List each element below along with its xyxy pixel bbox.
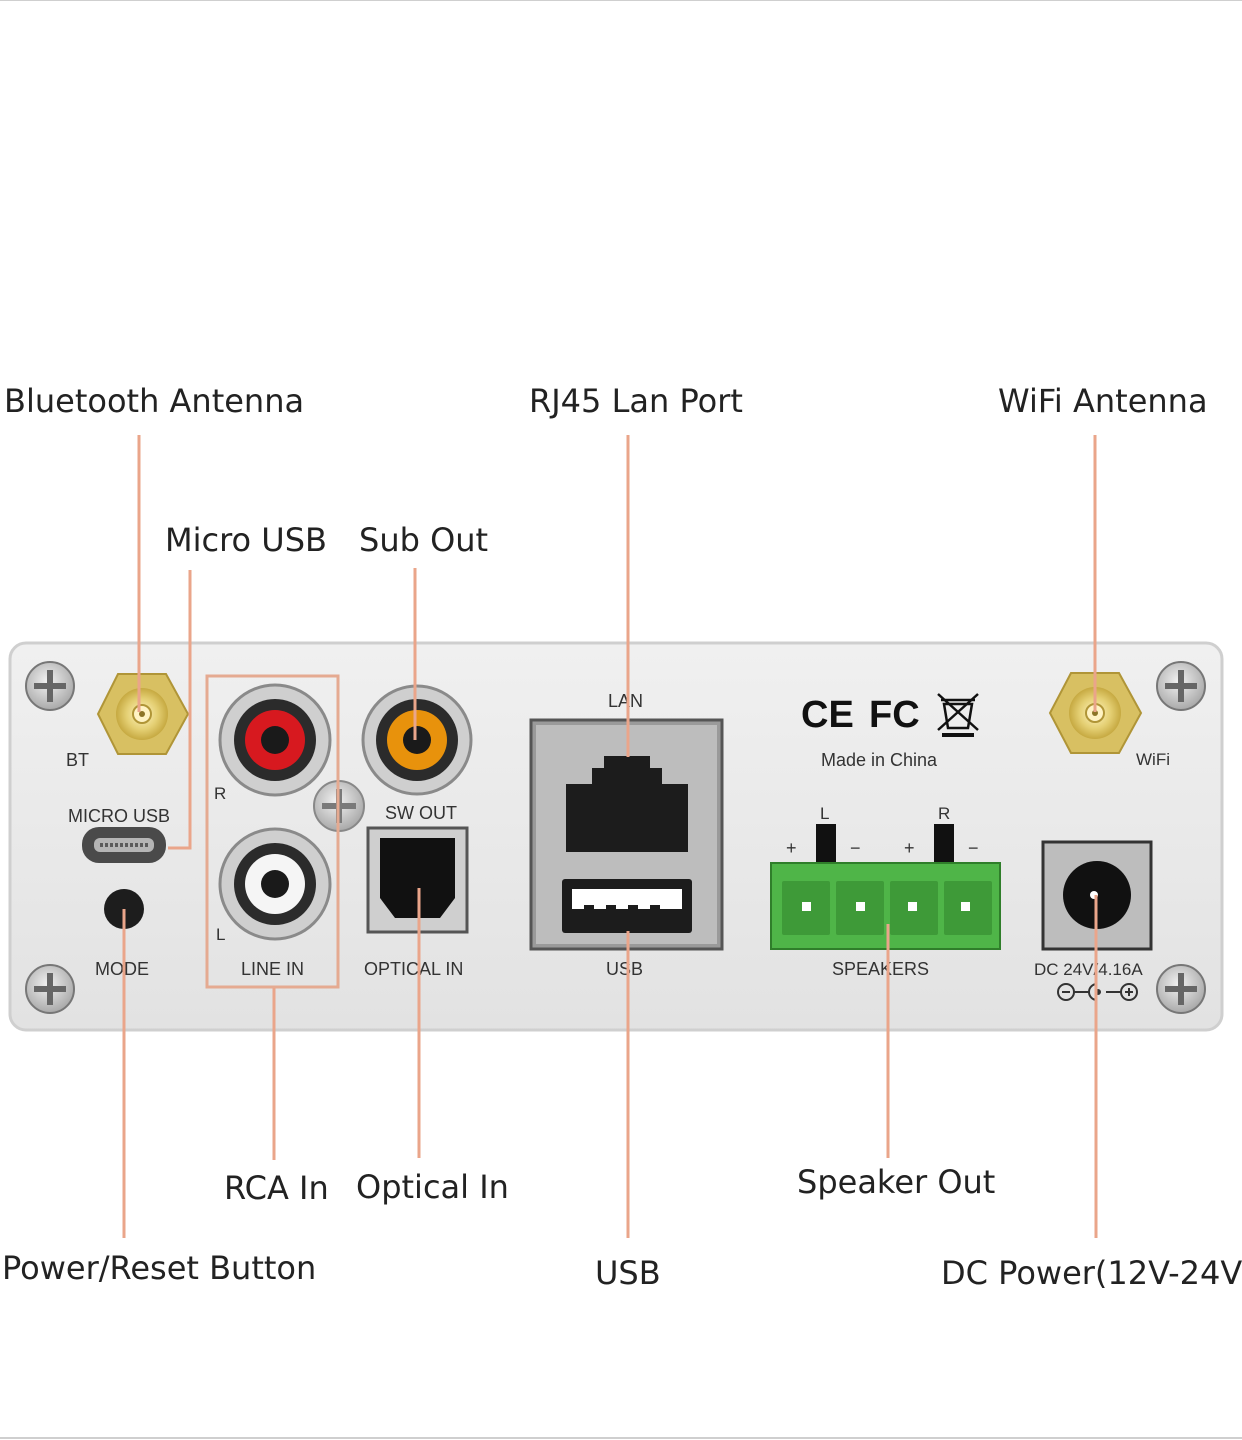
speaker-terminal-block[interactable] [770, 862, 1001, 950]
callout-sub-out: Sub Out [359, 521, 488, 559]
fcc-mark-icon: FC [869, 694, 920, 736]
rca-l-label: L [216, 925, 225, 944]
spk-r-minus: − [968, 838, 979, 858]
speaker-l-lever [816, 824, 836, 862]
callout-speaker-out: Speaker Out [797, 1163, 995, 1201]
screw-icon [1156, 661, 1206, 711]
callout-rj45-lan-port: RJ45 Lan Port [529, 382, 743, 420]
spk-l-plus: + [786, 838, 797, 858]
weee-bin-icon [937, 693, 979, 737]
wifi-antenna-connector-icon[interactable] [1048, 672, 1143, 754]
callout-optical-in: Optical In [356, 1168, 509, 1206]
polarity-symbol-icon [1057, 983, 1138, 1001]
made-in-label: Made in China [821, 750, 938, 770]
spk-r-plus: + [904, 838, 915, 858]
callout-rca-in: RCA In [224, 1169, 329, 1207]
optical-in-panel-label: OPTICAL IN [364, 959, 463, 979]
rca-right-jack-icon[interactable] [218, 683, 332, 797]
mode-label: MODE [95, 959, 149, 979]
usb-port-icon[interactable] [562, 879, 692, 933]
callout-power-reset-button: Power/Reset Button [2, 1249, 316, 1287]
speakers-label: SPEAKERS [832, 959, 929, 979]
spk-l-minus: − [850, 838, 861, 858]
callout-dc-power: DC Power(12V-24V) [941, 1254, 1242, 1292]
usb-panel-label: USB [606, 959, 643, 979]
bottom-border [0, 1437, 1242, 1439]
rj45-port-icon[interactable] [566, 756, 688, 852]
top-border [0, 0, 1242, 1]
speaker-l-label: L [820, 804, 829, 823]
leader-lines [122, 435, 1098, 1238]
speaker-r-lever [934, 824, 954, 862]
ce-mark-icon: CE [801, 694, 854, 736]
wifi-panel-label: WiFi [1136, 750, 1170, 769]
callout-bluetooth-antenna: Bluetooth Antenna [4, 382, 304, 420]
bt-antenna-connector-icon[interactable] [96, 673, 190, 755]
callout-micro-usb: Micro USB [165, 521, 327, 559]
bt-label: BT [66, 750, 89, 770]
callout-usb: USB [595, 1254, 661, 1292]
micro-usb-panel-label: MICRO USB [68, 806, 170, 826]
screw-icon [25, 964, 75, 1014]
rca-left-jack-icon[interactable] [218, 827, 332, 941]
rca-group-highlight [205, 674, 340, 989]
line-in-label: LINE IN [241, 959, 304, 979]
dc-rating-label: DC 24V/4.16A [1034, 960, 1143, 979]
speaker-r-label: R [938, 804, 950, 823]
screw-icon [25, 661, 75, 711]
callout-wifi-antenna: WiFi Antenna [998, 382, 1208, 420]
rca-r-label: R [214, 784, 226, 803]
lan-label: LAN [608, 691, 643, 711]
sub-out-jack-icon[interactable] [361, 684, 473, 796]
sw-out-label: SW OUT [385, 803, 457, 823]
screw-icon [1156, 964, 1206, 1014]
